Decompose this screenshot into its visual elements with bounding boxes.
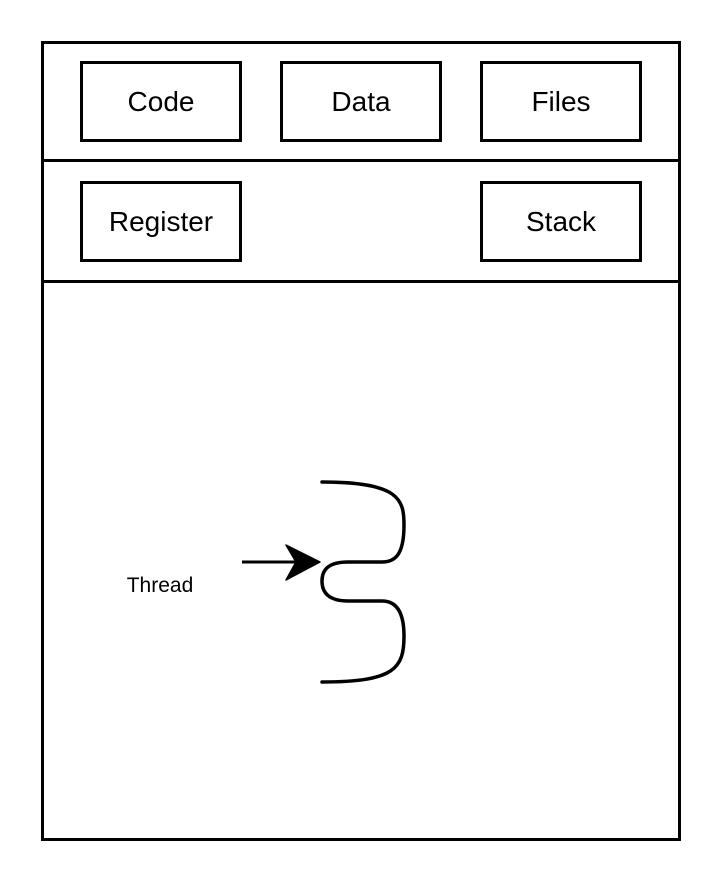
stack-box: Stack — [480, 181, 642, 262]
files-box: Files — [480, 61, 642, 142]
data-label: Data — [331, 85, 391, 117]
register-box: Register — [80, 181, 242, 262]
files-label: Files — [531, 85, 591, 117]
register-label: Register — [108, 205, 214, 237]
shared-resources-divider — [41, 159, 681, 162]
thread-label: Thread — [126, 574, 194, 597]
data-box: Data — [280, 61, 442, 142]
thread-resources-divider — [41, 280, 681, 283]
process-container — [41, 41, 681, 841]
stack-label: Stack — [525, 205, 597, 237]
code-label: Code — [127, 85, 195, 117]
code-box: Code — [80, 61, 242, 142]
